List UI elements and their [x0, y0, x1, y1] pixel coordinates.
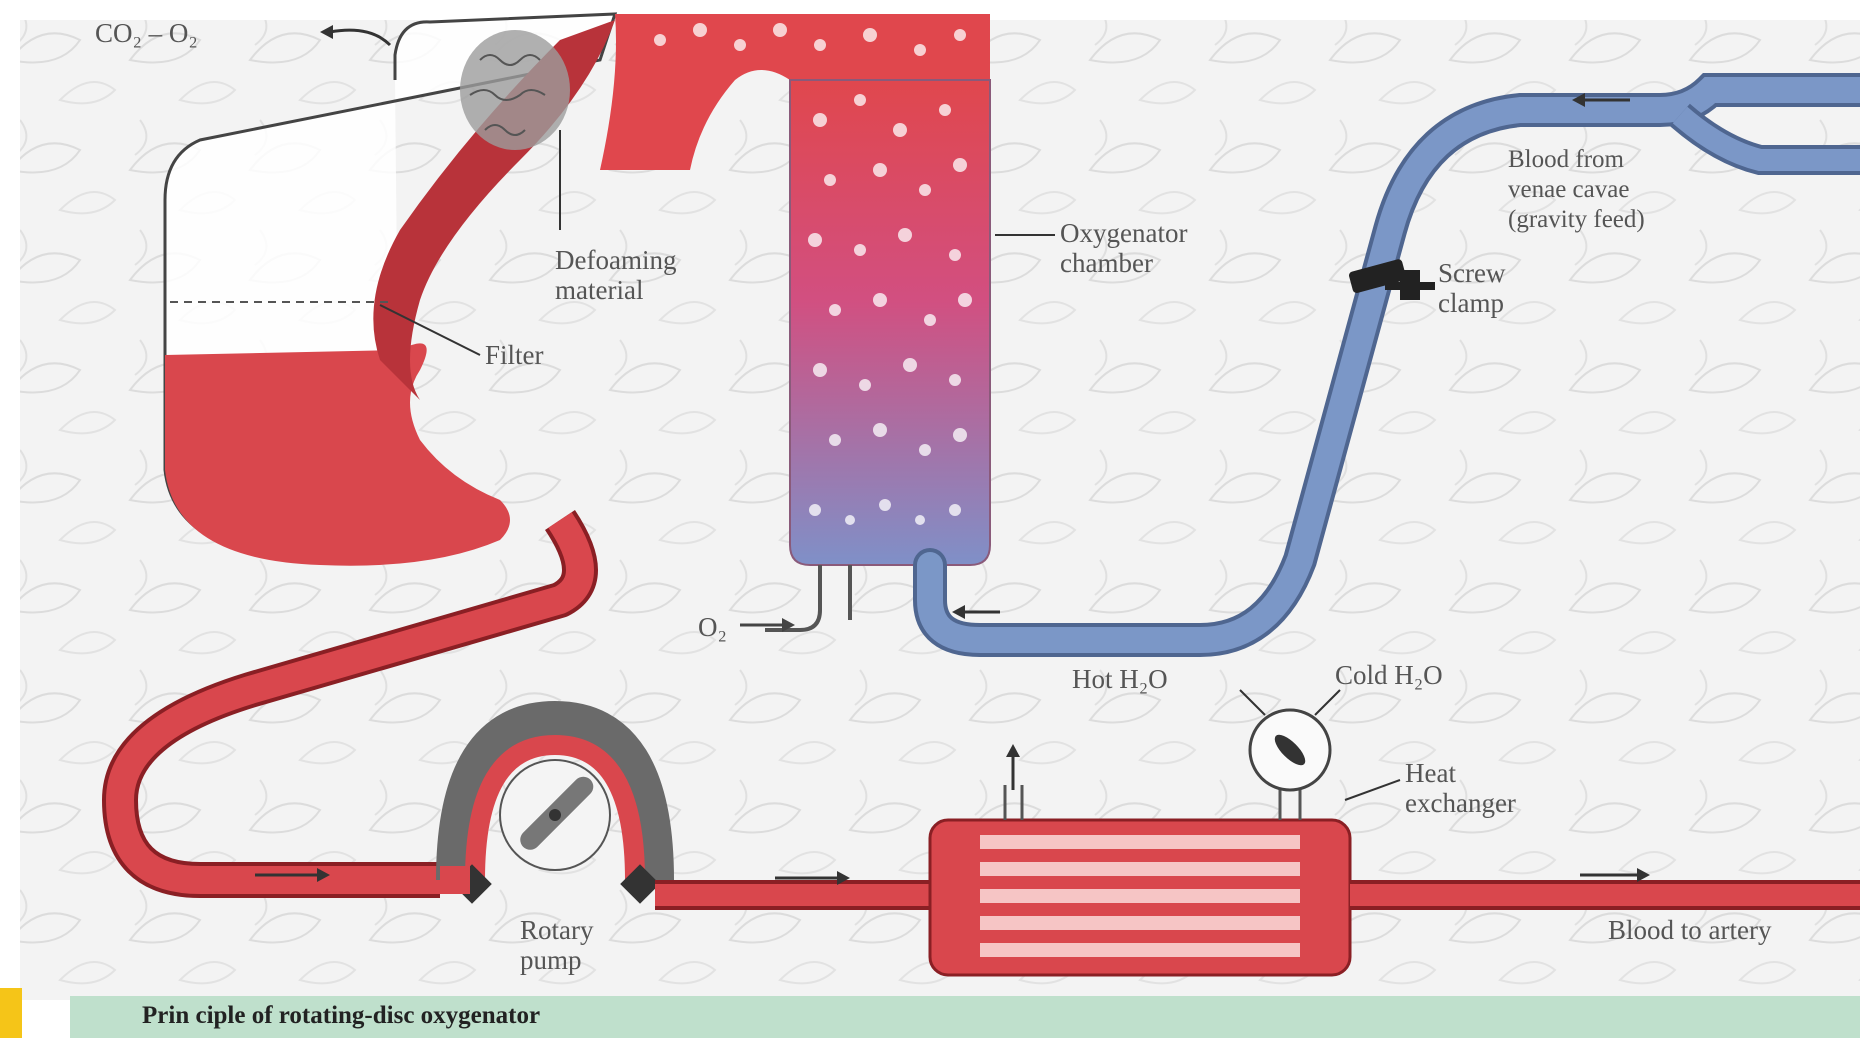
slide-accent-tab	[0, 988, 22, 1038]
label-o2-inlet: O₂	[698, 612, 727, 642]
label-blood-from-venae-cavae: Blood from venae cavae (gravity feed)	[1508, 145, 1645, 235]
label-oxygenator-chamber: Oxygenator chamber	[1060, 218, 1187, 278]
defoaming-sponge	[460, 30, 570, 150]
label-hot-h2o: Hot H₂O	[1072, 664, 1168, 694]
label-screw-clamp: Screw clamp	[1438, 258, 1505, 318]
label-rotary-pump: Rotary pump	[520, 915, 594, 975]
oxygenator-chamber	[790, 80, 990, 565]
label-co2-o2: CO₂ – O₂	[95, 18, 198, 48]
heat-exchanger	[930, 820, 1350, 975]
label-cold-h2o: Cold H₂O	[1335, 660, 1443, 690]
label-defoaming-material: Defoaming material	[555, 245, 676, 305]
label-blood-to-artery: Blood to artery	[1608, 915, 1771, 945]
label-heat-exchanger: Heat exchanger	[1405, 758, 1516, 818]
figure-caption: Prin ciple of rotating-disc oxygenator	[142, 1002, 540, 1030]
label-filter: Filter	[485, 340, 544, 370]
